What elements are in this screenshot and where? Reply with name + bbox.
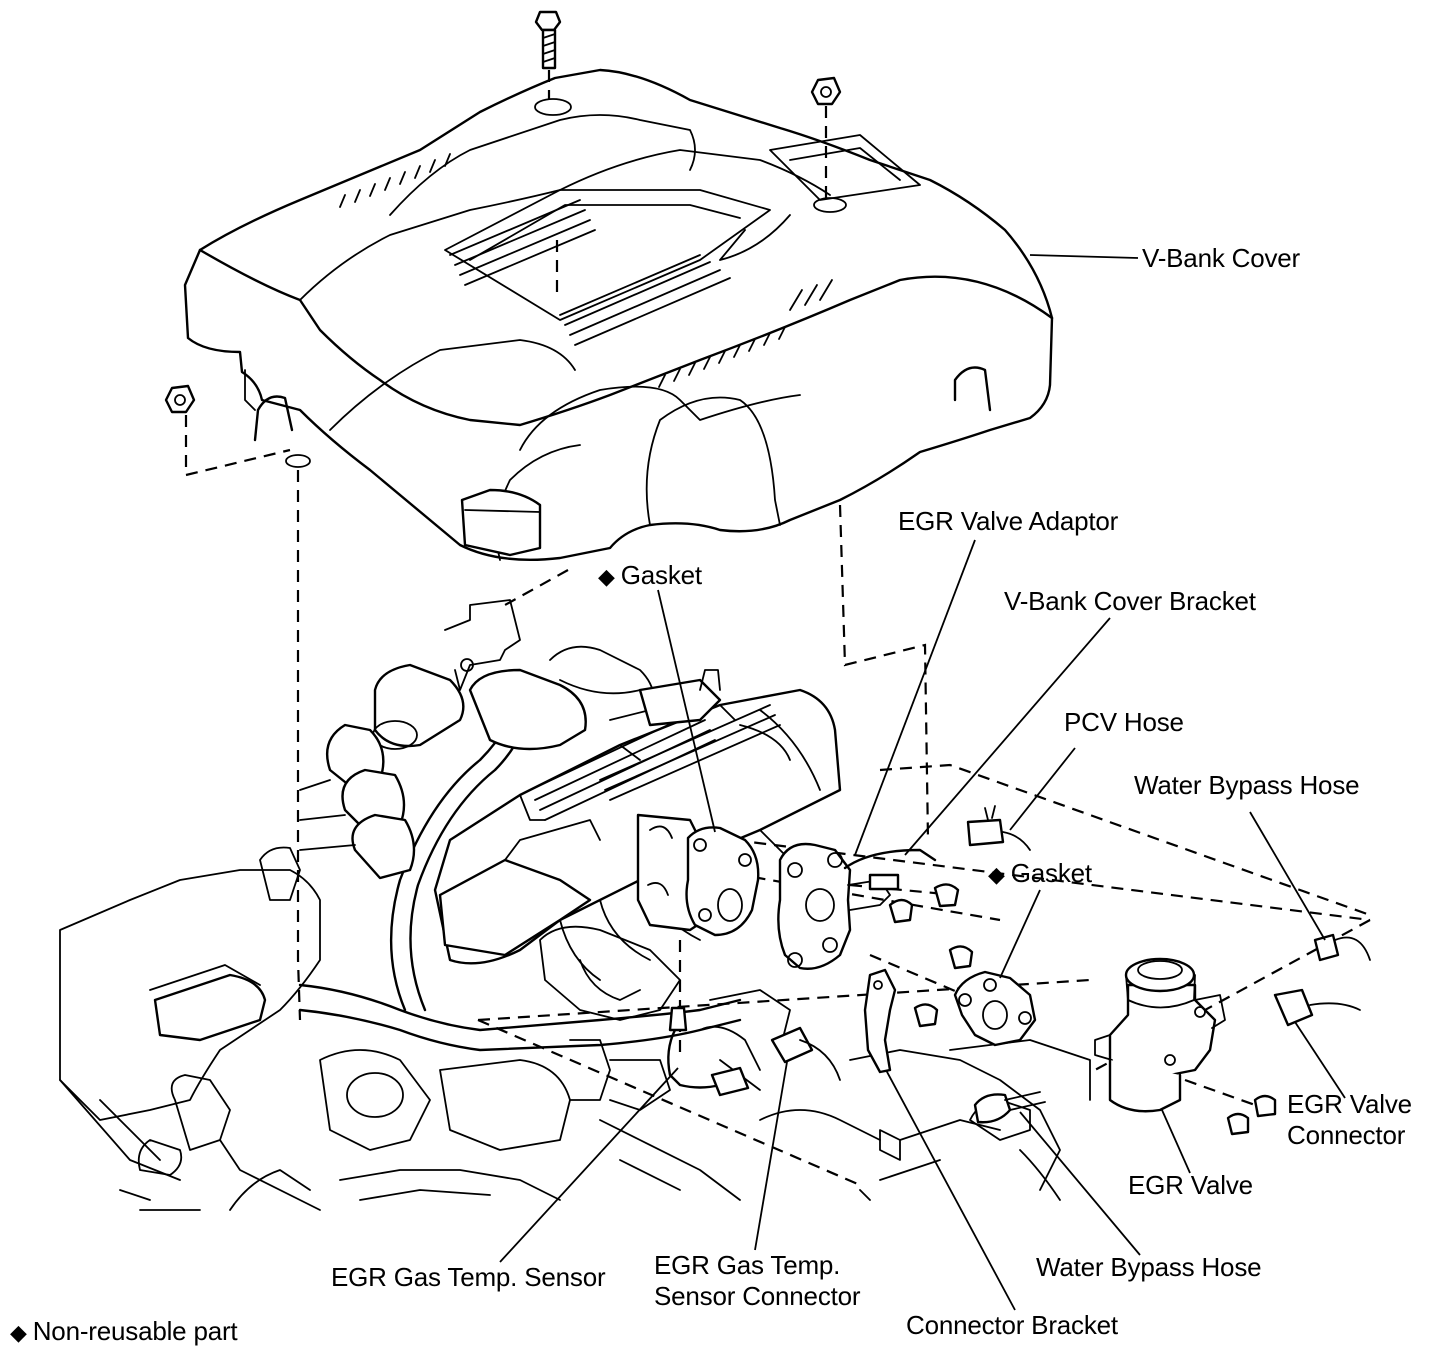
egr-valve-drawing [973, 933, 1371, 1136]
label-water-bypass-hose-bottom: Water Bypass Hose [1036, 1252, 1262, 1282]
label-egr-gas-temp-sensor-connector-1: EGR Gas Temp. [654, 1250, 841, 1280]
label-gasket-right: ◆Gasket [988, 858, 1092, 890]
legend-text: Non-reusable part [32, 1316, 238, 1346]
v-bank-cover-drawing [183, 68, 1054, 562]
label-water-bypass-hose-top: Water Bypass Hose [1134, 770, 1360, 800]
label-gasket-right-text: Gasket [1010, 858, 1092, 888]
label-egr-valve-connector-1: EGR Valve [1287, 1089, 1412, 1119]
label-egr-valve-adaptor: EGR Valve Adaptor [898, 506, 1119, 536]
non-reusable-diamond-icon: ◆ [988, 862, 1005, 887]
non-reusable-diamond-icon: ◆ [10, 1320, 27, 1345]
label-gasket-top: ◆Gasket [598, 560, 702, 592]
non-reusable-diamond-icon: ◆ [598, 564, 615, 589]
legend-non-reusable: ◆Non-reusable part [10, 1316, 238, 1348]
fasteners [164, 10, 842, 414]
egr-adaptor-parts [636, 805, 1037, 1097]
label-connector-bracket: Connector Bracket [906, 1310, 1118, 1340]
label-gasket-top-text: Gasket [620, 560, 702, 590]
engine-drawing [59, 599, 1091, 1211]
label-egr-gas-temp-sensor-connector-2: Sensor Connector [654, 1281, 861, 1311]
label-egr-gas-temp-sensor: EGR Gas Temp. Sensor [331, 1262, 606, 1292]
label-v-bank-cover: V-Bank Cover [1142, 243, 1301, 273]
label-egr-valve-connector-2: Connector [1287, 1120, 1406, 1150]
label-pcv-hose: PCV Hose [1064, 707, 1184, 737]
label-v-bank-cover-bracket: V-Bank Cover Bracket [1004, 586, 1256, 616]
label-egr-valve: EGR Valve [1128, 1170, 1253, 1200]
leader-lines [499, 254, 1346, 1311]
